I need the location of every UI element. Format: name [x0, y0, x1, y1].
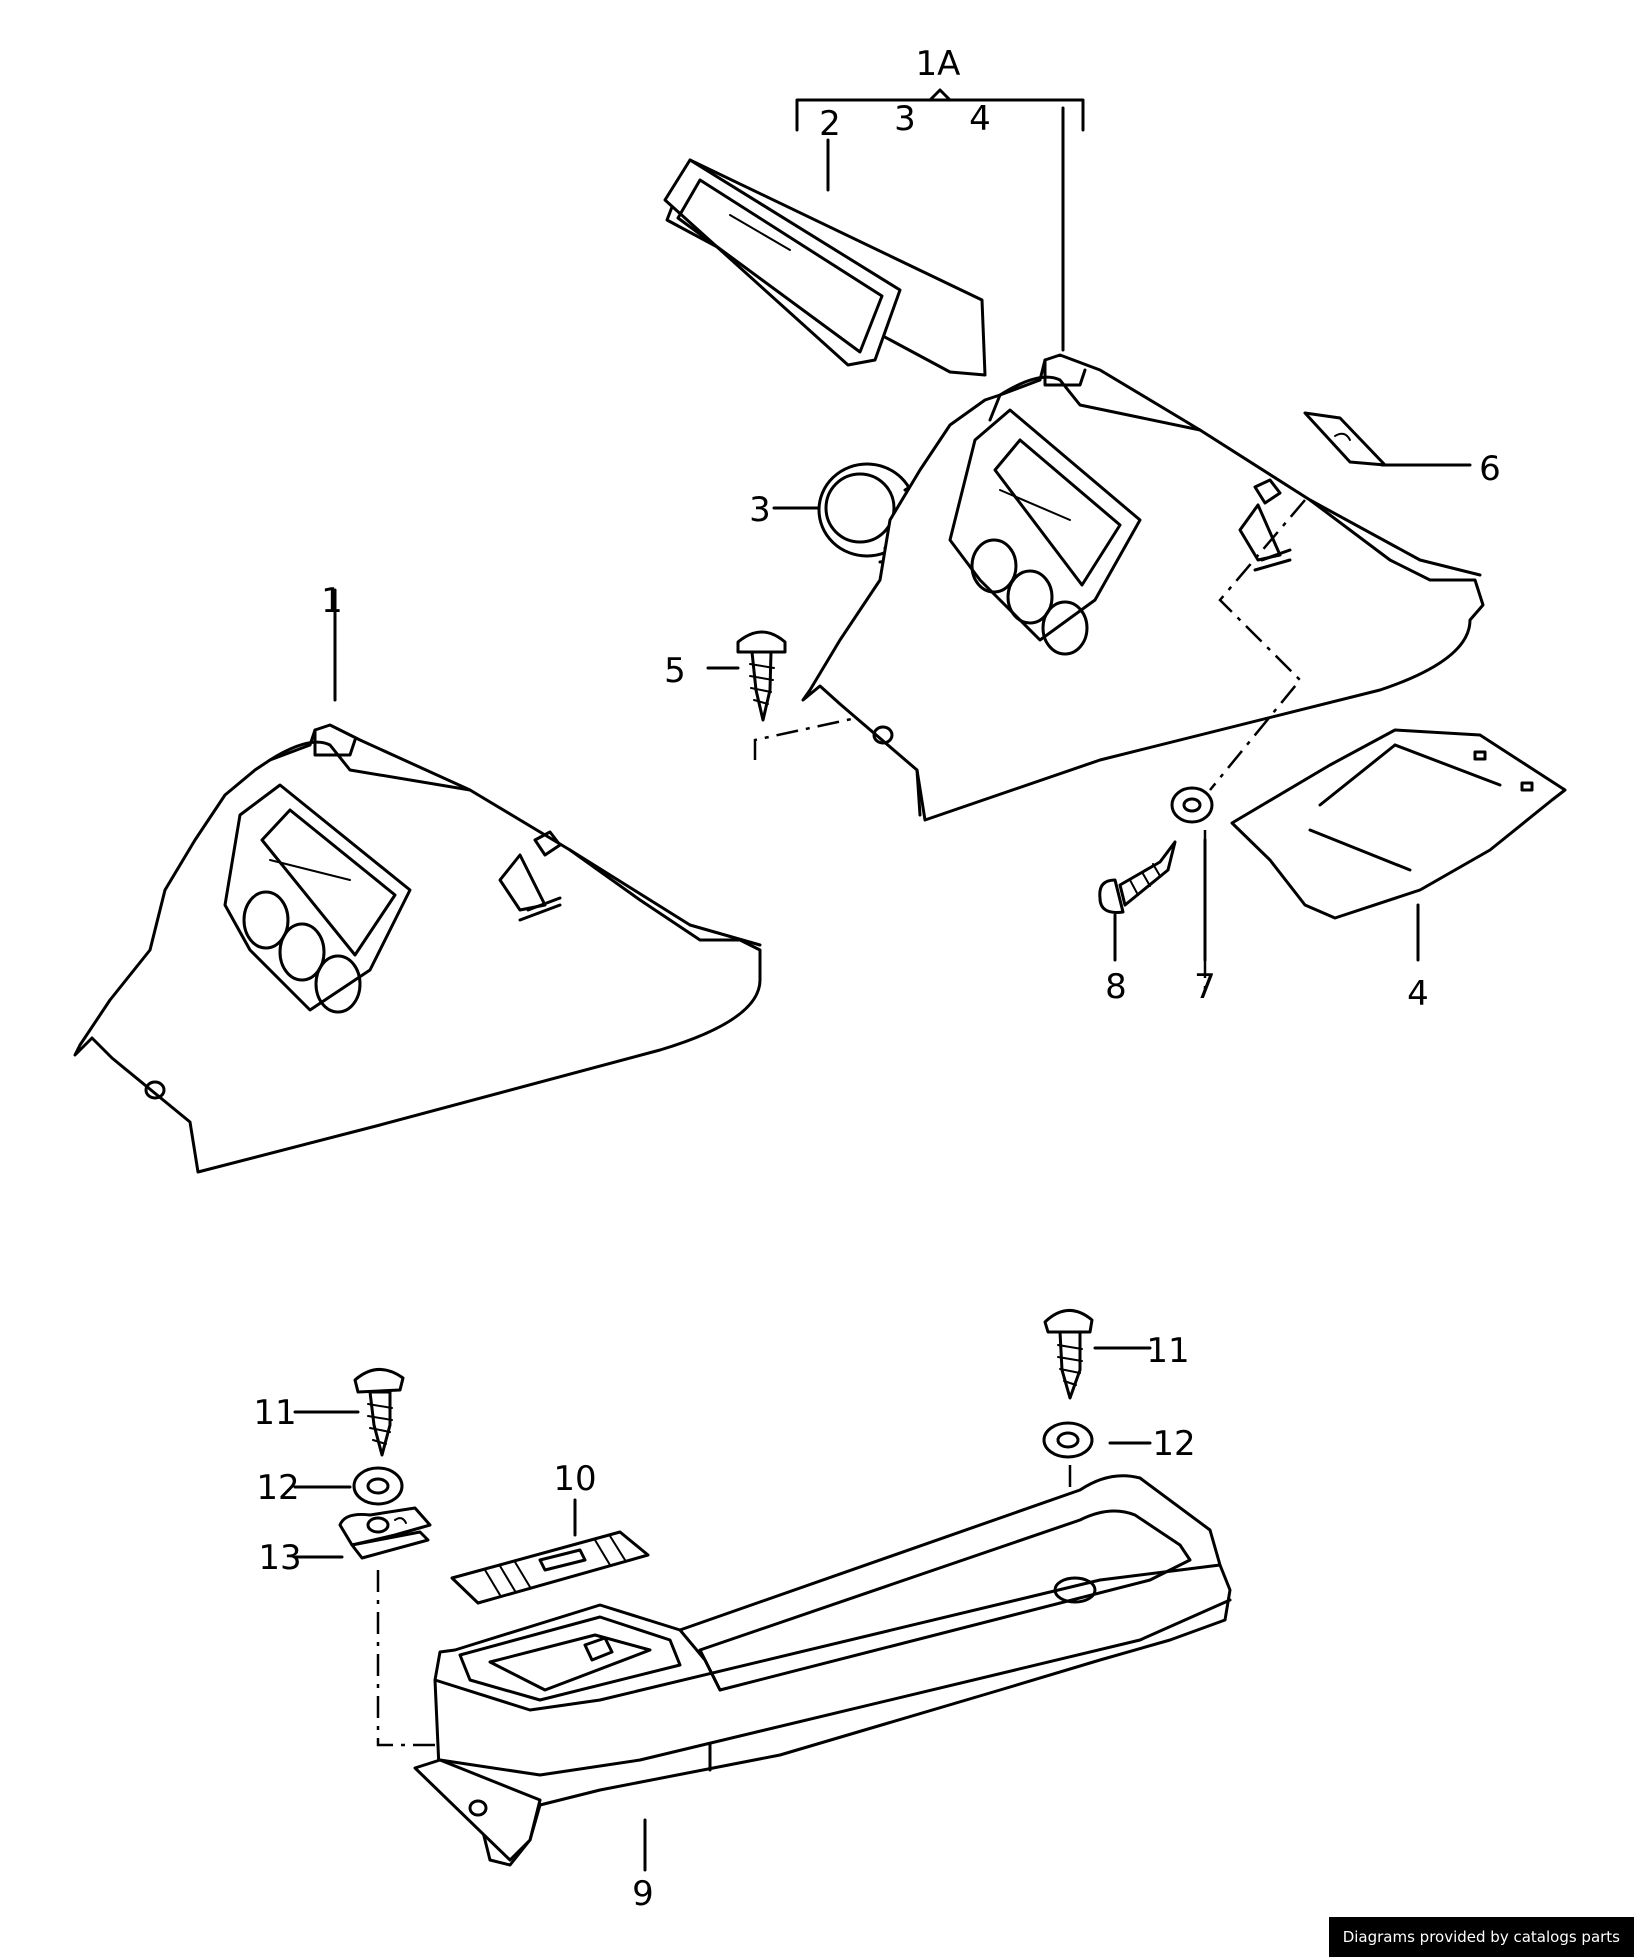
callout-5: 5 [664, 651, 686, 691]
left-screw-11 [293, 1368, 405, 1457]
part-7-washer [1170, 786, 1214, 962]
callout-11-right: 11 [1146, 1331, 1189, 1371]
part-6-clip [1303, 411, 1472, 467]
callout-7: 7 [1194, 967, 1216, 1007]
callout-12-right: 12 [1152, 1424, 1195, 1464]
part-5-screw [706, 630, 871, 760]
callout-10: 10 [553, 1459, 596, 1499]
callout-12-left: 12 [256, 1468, 299, 1508]
part-1-console [73, 588, 762, 1174]
part-2-instrument-insert [663, 138, 987, 377]
right-screw-11 [1043, 1309, 1152, 1400]
callout-2: 2 [819, 104, 841, 144]
callout-4-group: 4 [969, 99, 991, 139]
left-clip-13 [293, 1506, 472, 1795]
callout-1a: 1A [916, 44, 961, 84]
callout-labels: 1A 2 3 4 3 5 6 1 8 7 4 11 12 10 11 12 13… [253, 44, 1500, 1914]
callout-4: 4 [1407, 974, 1429, 1014]
credit-banner: Diagrams provided by catalogs parts [1328, 1917, 1634, 1957]
callout-9: 9 [632, 1874, 654, 1914]
part-9-center-console [413, 1474, 1232, 1872]
part-1a-console [801, 353, 1485, 990]
callout-11-left: 11 [253, 1393, 296, 1433]
part-4-cover-plate [1230, 728, 1567, 962]
left-washer-12 [293, 1466, 404, 1506]
callout-1: 1 [321, 581, 343, 621]
callout-6: 6 [1479, 449, 1501, 489]
part-10-pad [450, 1498, 650, 1605]
callout-3: 3 [749, 490, 771, 530]
callout-13: 13 [258, 1538, 301, 1578]
part-8-screw [1098, 840, 1177, 962]
callout-3-group: 3 [894, 99, 916, 139]
group-1a-bracket [795, 88, 1085, 352]
callout-8: 8 [1105, 967, 1127, 1007]
